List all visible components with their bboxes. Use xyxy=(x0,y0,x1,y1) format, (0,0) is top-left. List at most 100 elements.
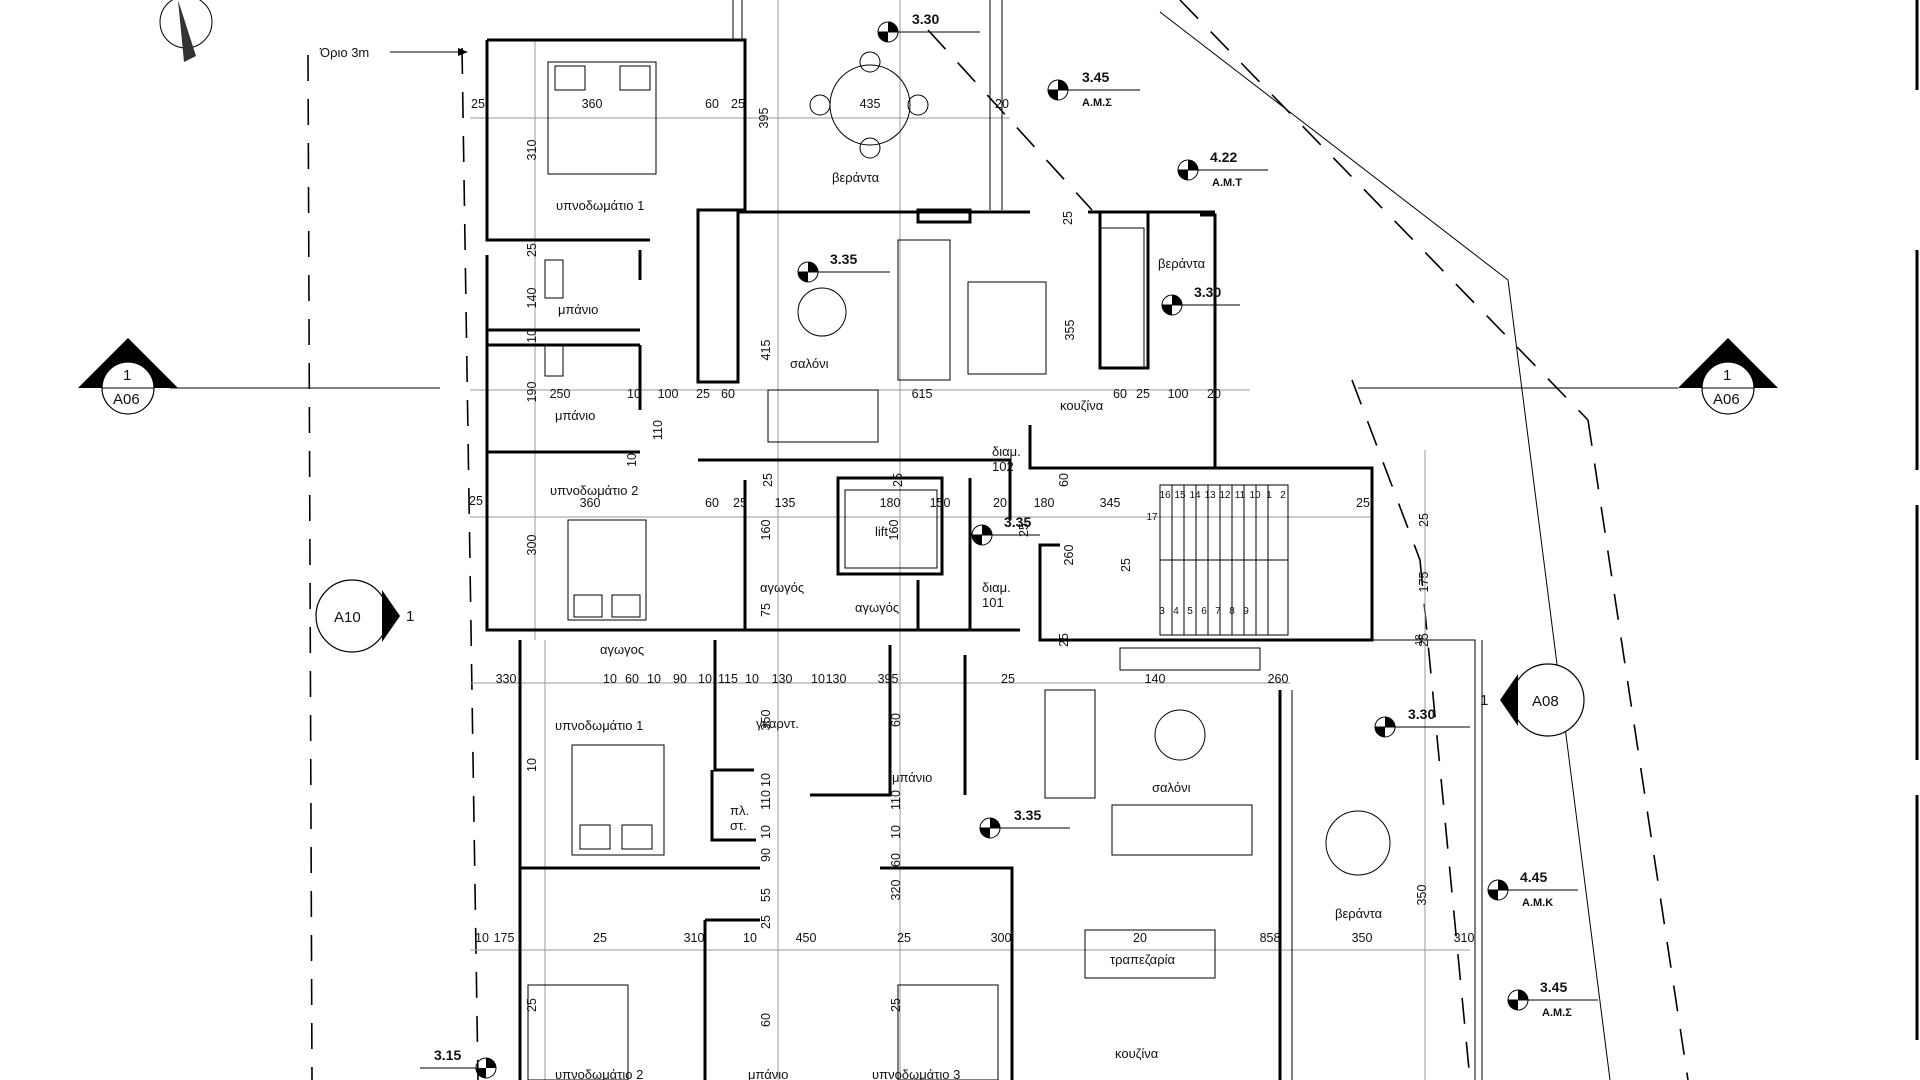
section-marker: 1 A06 xyxy=(1358,338,1778,415)
dimension-label: 160 xyxy=(759,520,773,541)
level-marker: 3.30 xyxy=(877,11,980,43)
section-number: 1 xyxy=(1723,367,1731,384)
stair-step-number: 6 xyxy=(1201,606,1207,617)
dimension-label: 330 xyxy=(496,672,517,686)
level-value: 3.30 xyxy=(1194,284,1221,300)
section-ref: A08 xyxy=(1532,693,1559,710)
dimension-label: 10 xyxy=(525,758,539,772)
room-label: υπνοδωμάτιο 1 xyxy=(556,198,644,213)
stair-step-number: 8 xyxy=(1229,606,1235,617)
dimension-label: 300 xyxy=(525,535,539,556)
room-label: διαμ.101 xyxy=(982,580,1011,610)
stair-step-number: 18 xyxy=(1414,634,1425,646)
level-value: 3.30 xyxy=(912,11,939,27)
dimension-label: 10 xyxy=(625,453,639,467)
section-number: 1 xyxy=(123,367,131,384)
room-label: υπνοδωμάτιο 2 xyxy=(550,483,638,498)
room-label: αγωγός xyxy=(855,600,899,615)
level-value: 4.22 xyxy=(1210,149,1237,165)
level-value: 3.35 xyxy=(830,251,857,267)
stair-step-number: 4 xyxy=(1173,606,1179,617)
section-marker: A08 1 xyxy=(1480,663,1585,737)
dimension-label: 60 xyxy=(721,387,735,401)
room-label: lift xyxy=(875,524,888,539)
stair-step-number: 9 xyxy=(1243,606,1249,617)
dimension-label: 180 xyxy=(1034,496,1055,510)
stair-step-number: 17 xyxy=(1146,512,1158,523)
stair-step-number: 13 xyxy=(1204,490,1216,501)
room-label: κουζίνα xyxy=(1060,398,1104,413)
boundary-label: Όριο 3m xyxy=(319,45,369,60)
stair-step-number: 3 xyxy=(1159,606,1165,617)
level-marker: 3.35 xyxy=(797,251,890,283)
section-number: 1 xyxy=(406,608,414,625)
dimension-label: 395 xyxy=(878,672,899,686)
dimension-label: 25 xyxy=(891,473,905,487)
dimension-label: 25 xyxy=(1001,672,1015,686)
dimension-label: 450 xyxy=(796,931,817,945)
room-label: βεράντα xyxy=(1335,906,1383,921)
room-label: αγωγος xyxy=(600,642,644,657)
dimension-label: 25 xyxy=(897,931,911,945)
dimension-label: 25 xyxy=(1356,496,1370,510)
stair-step-number: 14 xyxy=(1189,490,1201,501)
dimension-label: 300 xyxy=(991,931,1012,945)
lower-apartment-walls xyxy=(518,639,1483,1080)
dimension-label: 60 xyxy=(889,713,903,727)
dimension-label: 160 xyxy=(887,520,901,541)
level-value: 4.45 xyxy=(1520,869,1547,885)
dimension-label: 360 xyxy=(580,496,601,510)
level-code: Α.Μ.Σ xyxy=(1542,1007,1572,1019)
dimension-label: 10 xyxy=(698,672,712,686)
room-label: υπνοδωμάτιο 1 xyxy=(555,718,643,733)
lower-furniture xyxy=(527,647,1391,1080)
dimension-label: 10 xyxy=(627,387,641,401)
dimension-label: 60 xyxy=(1057,473,1071,487)
dimension-label: 100 xyxy=(658,387,679,401)
dimension-label: 100 xyxy=(1168,387,1189,401)
staircase xyxy=(1159,484,1289,636)
room-label: γκαρντ. xyxy=(756,716,799,731)
dimension-label: 10 xyxy=(889,825,903,839)
room-label: μπάνιο xyxy=(892,770,932,785)
section-marker: 1 A06 xyxy=(78,338,440,415)
dimension-label: 310 xyxy=(525,140,539,161)
stair-step-number: 11 xyxy=(1235,490,1246,501)
level-value: 3.35 xyxy=(1014,807,1041,823)
dimension-lines xyxy=(470,0,1470,1080)
dimension-label: 435 xyxy=(860,97,881,111)
dimension-label: 25 xyxy=(1061,211,1075,225)
dimension-label: 20 xyxy=(1207,387,1221,401)
dimension-label: 10 xyxy=(745,672,759,686)
dimension-label: 130 xyxy=(826,672,847,686)
dimension-label: 250 xyxy=(550,387,571,401)
room-label: κουζίνα xyxy=(1115,1046,1159,1061)
room-label: σαλόνι xyxy=(790,356,829,371)
room-label: μπάνιο xyxy=(555,408,595,423)
dimension-label: 360 xyxy=(582,97,603,111)
room-label: μπάνιο xyxy=(748,1067,788,1080)
level-value: 3.15 xyxy=(434,1047,461,1063)
room-label: διαμ.102 xyxy=(992,444,1021,474)
dimension-label: 25 xyxy=(1136,387,1150,401)
level-marker: 3.30 xyxy=(1161,284,1240,316)
dimension-label: 60 xyxy=(1113,387,1127,401)
dimension-label: 310 xyxy=(684,931,705,945)
level-value: 3.45 xyxy=(1540,979,1567,995)
level-marker: 3.45 Α.Μ.Σ xyxy=(1047,69,1140,109)
dimension-label: 350 xyxy=(1415,885,1429,906)
level-code: Α.Μ.Κ xyxy=(1522,897,1553,909)
dimension-label: 60 xyxy=(705,97,719,111)
dimension-label: 415 xyxy=(759,340,773,361)
dimension-label: 10 xyxy=(603,672,617,686)
dimension-label: 355 xyxy=(1063,320,1077,341)
level-value: 3.35 xyxy=(1004,514,1031,530)
dimension-label: 25 xyxy=(1017,523,1031,537)
dimension-label: 25 xyxy=(761,473,775,487)
room-label: υπνοδωμάτιο 2 xyxy=(555,1067,643,1080)
dimension-label: 60 xyxy=(759,1013,773,1027)
level-marker: 3.35 xyxy=(971,514,1040,546)
section-number: 1 xyxy=(1480,692,1488,709)
dimension-label: 10 xyxy=(743,931,757,945)
dimension-label: 345 xyxy=(1100,496,1121,510)
